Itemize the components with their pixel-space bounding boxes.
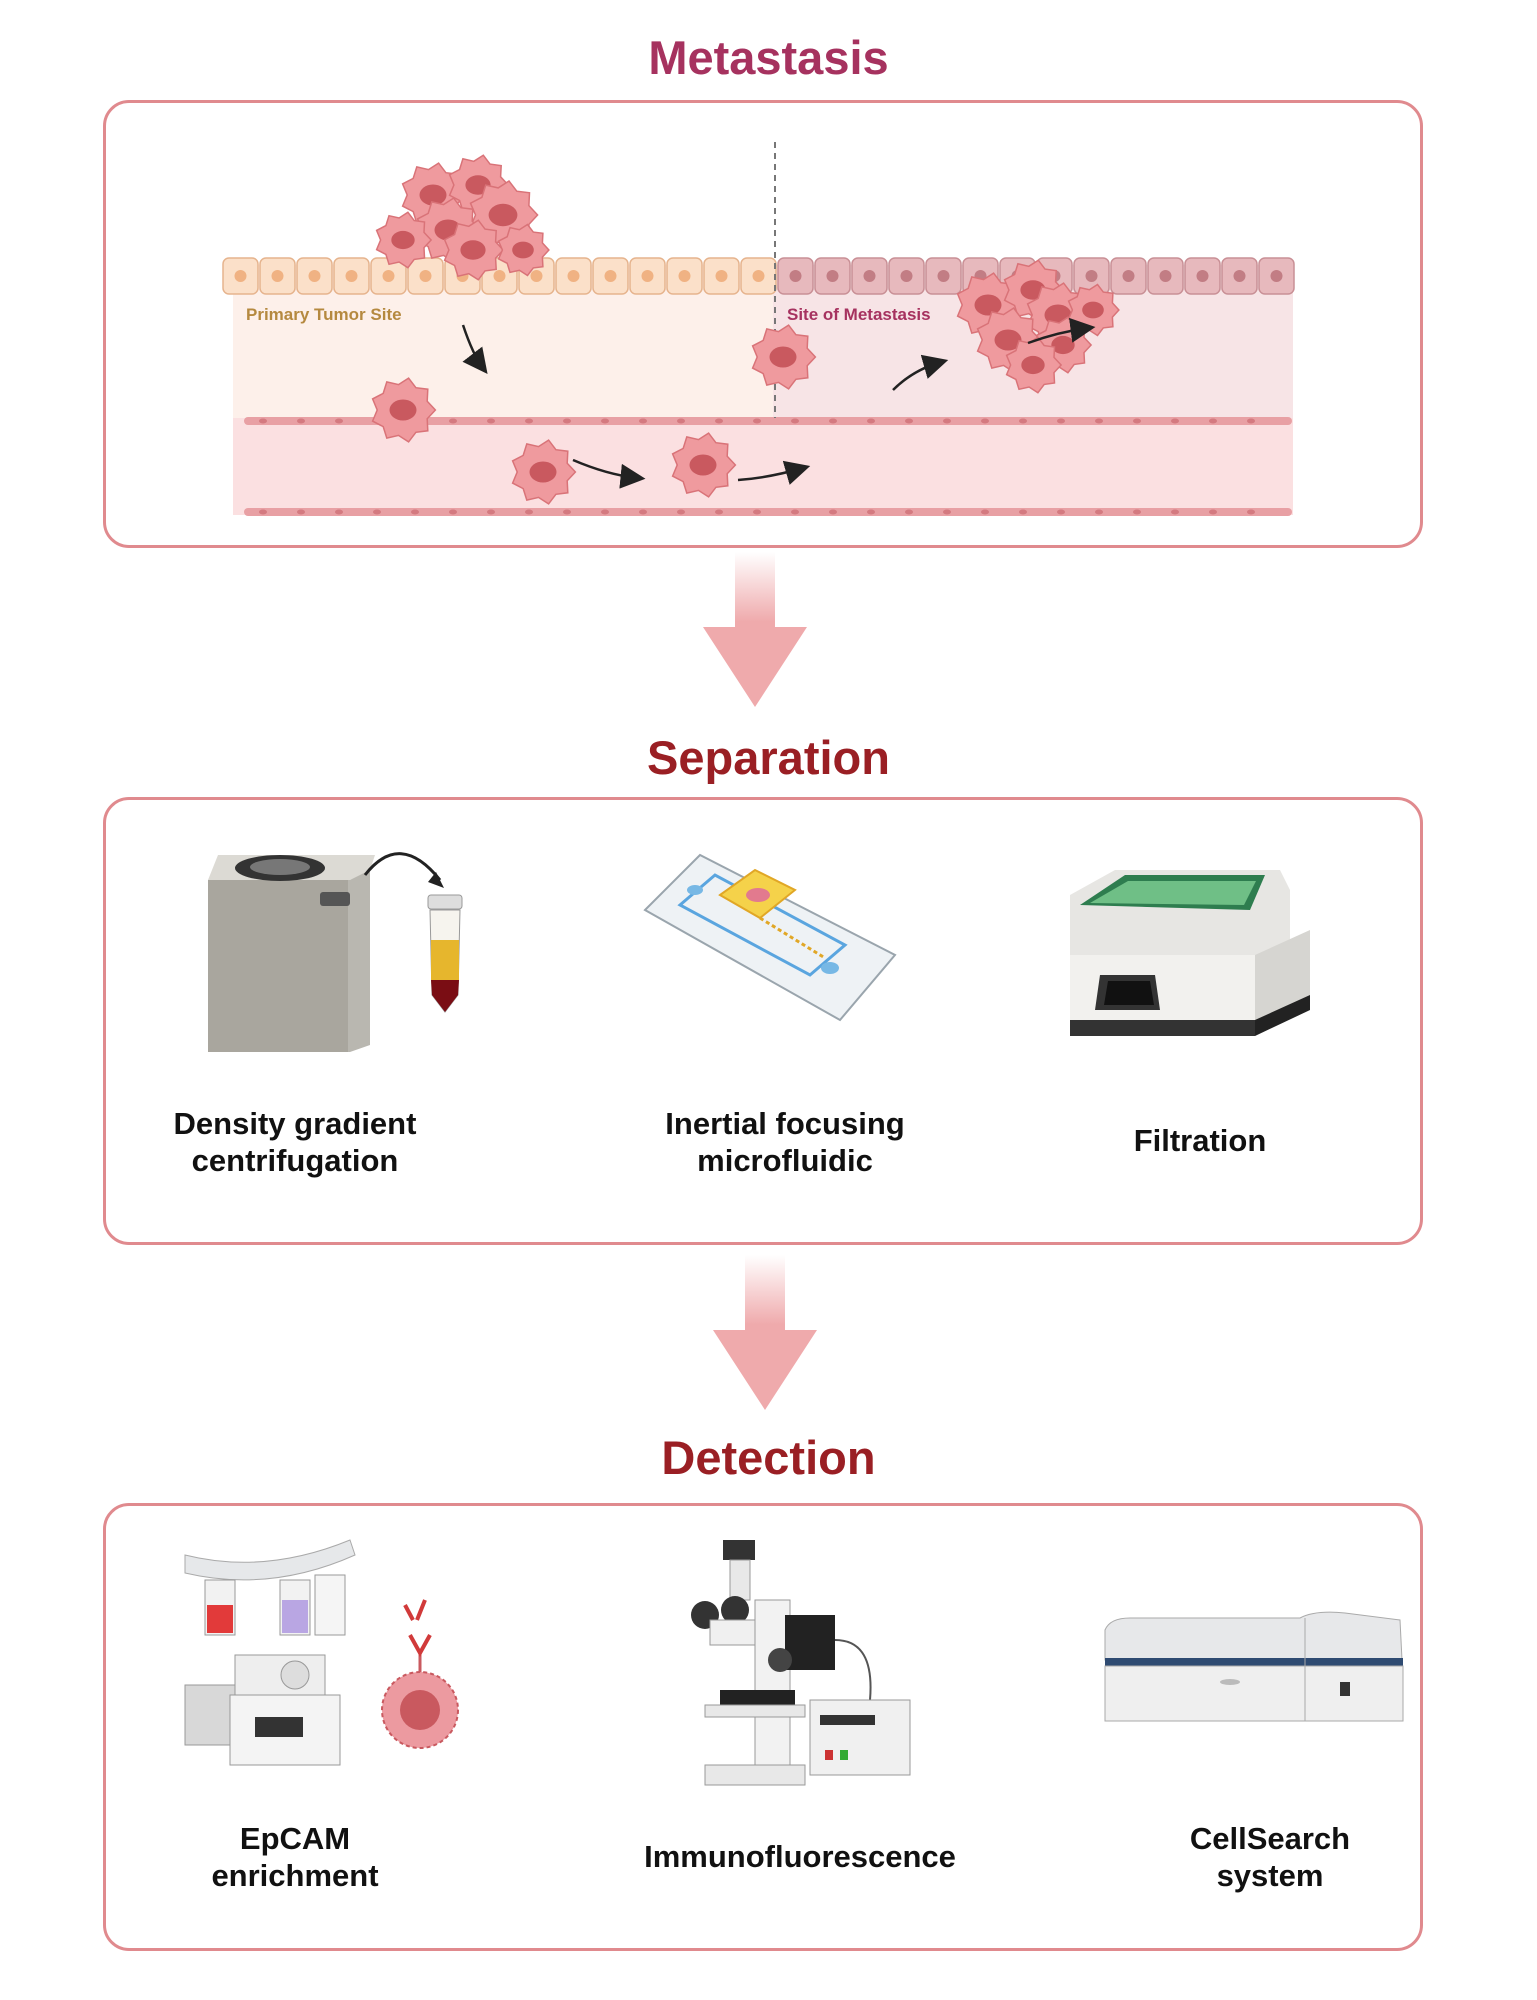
tumor-cell (511, 439, 577, 505)
epithelial-cell (740, 257, 777, 295)
metastasis-site-label: Site of Metastasis (787, 305, 931, 324)
primary-tumor-label: Primary Tumor Site (246, 305, 402, 324)
extravasation-arrow (892, 354, 949, 391)
epithelial-cell (1110, 257, 1147, 295)
tumor-cell (1005, 336, 1063, 394)
immunofluorescence-label: Immunofluorescence (644, 1839, 956, 1874)
epithelial-cell (1147, 257, 1184, 295)
epcam-enrichment-icon (184, 1539, 459, 1766)
separation-title: Separation (647, 731, 890, 784)
tumor-cell (371, 377, 437, 443)
microfluidic-chip-icon (643, 853, 897, 1022)
cellsearch-instrument-icon (1104, 1611, 1404, 1722)
epithelial-cell (259, 257, 296, 295)
tumor-cell (443, 219, 505, 281)
epithelial-cell (222, 257, 259, 295)
epithelial-cell (851, 257, 888, 295)
epithelial-cell (296, 257, 333, 295)
migration-arrow (461, 324, 488, 374)
tumor-cell (497, 223, 550, 277)
flow-arrow-1 (703, 552, 807, 707)
tumor-cell (375, 211, 433, 269)
epithelial-cell (370, 257, 407, 295)
epithelial-cell (777, 257, 814, 295)
centrifuge-icon (208, 852, 463, 1052)
epithelial-cell (1258, 257, 1295, 295)
epithelial-cell (888, 257, 925, 295)
epithelial-cell (703, 257, 740, 295)
metastasis-illustration: Primary Tumor Site Site of Metastasis (222, 142, 1295, 516)
flow-arrow-2 (713, 1255, 817, 1410)
epithelial-cell (1184, 257, 1221, 295)
circulation-arrow (572, 458, 646, 489)
epithelial-cell (666, 257, 703, 295)
colonization-arrow (1027, 317, 1096, 345)
filtration-label: Filtration (1133, 1123, 1267, 1158)
tumor-cell (671, 432, 737, 498)
detection-title: Detection (661, 1431, 876, 1484)
microscope-icon (691, 1540, 911, 1786)
tumor-cell (751, 324, 817, 390)
epithelial-cell (1221, 257, 1258, 295)
epithelial-cell (592, 257, 629, 295)
epithelial-cell (333, 257, 370, 295)
epithelial-cell (555, 257, 592, 295)
epithelial-cell (925, 257, 962, 295)
epithelial-cell (814, 257, 851, 295)
epithelial-layer (222, 257, 1295, 295)
metastasis-title: Metastasis (648, 31, 889, 84)
epithelial-cell (629, 257, 666, 295)
circulation-arrow (737, 460, 811, 485)
ctc-cell-icon (381, 1599, 459, 1749)
filtration-device-icon (1070, 870, 1310, 1036)
epithelial-cell (407, 257, 444, 295)
